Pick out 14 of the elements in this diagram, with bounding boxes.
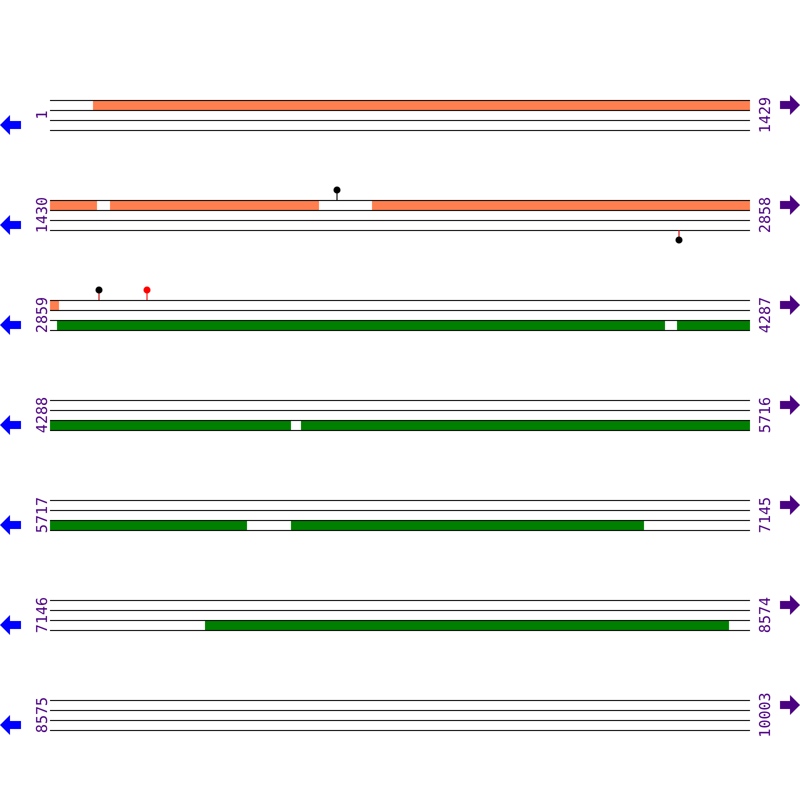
position-label: 4287 xyxy=(756,296,774,336)
position-label: 5717 xyxy=(33,496,51,536)
position-label: 1 xyxy=(33,109,51,122)
position-label: 1429 xyxy=(756,96,774,136)
position-label: 5716 xyxy=(756,396,774,436)
position-label: 1430 xyxy=(33,196,51,236)
position-label: 4288 xyxy=(33,396,51,436)
position-label: 7145 xyxy=(756,496,774,536)
position-label: 7146 xyxy=(33,596,51,636)
position-label: 10003 xyxy=(756,691,774,740)
position-label: 2858 xyxy=(756,196,774,236)
position-label: 2859 xyxy=(33,296,51,336)
position-label: 8575 xyxy=(33,696,51,736)
position-label: 8574 xyxy=(756,596,774,636)
